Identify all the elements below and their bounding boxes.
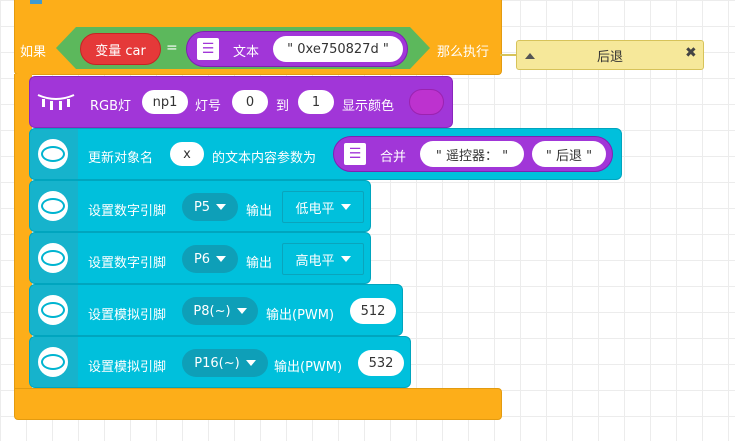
pin-dropdown[interactable]: P8(~): [182, 297, 258, 325]
chevron-down-icon: [340, 256, 351, 262]
join-block[interactable]: ☰ 合并 " 遥控器： " " 后退 ": [333, 136, 613, 172]
comment-connector: [500, 54, 517, 56]
pin-dropdown[interactable]: P6: [182, 245, 238, 273]
if-label: 如果: [20, 45, 47, 60]
text-value-input[interactable]: " 0xe750827d ": [273, 36, 403, 62]
pwm-output-label: 输出(PWM): [266, 308, 335, 323]
then-label: 那么执行: [437, 45, 490, 60]
comment-text: 后退: [597, 50, 624, 65]
pwm-value-input[interactable]: 532: [358, 350, 404, 376]
light-string-icon: [36, 91, 76, 113]
update-label: 更新对象名: [88, 151, 154, 166]
variable-car[interactable]: 变量 car: [80, 33, 161, 65]
join-part1-input[interactable]: " 遥控器： ": [420, 141, 524, 167]
pin-icon: [38, 191, 68, 221]
close-icon[interactable]: ✖: [685, 45, 697, 61]
update-object-block[interactable]: 更新对象名 x 的文本内容参数为 ☰ 合并 " 遥控器： " " 后退 ": [29, 128, 622, 180]
output-label: 输出: [246, 256, 273, 271]
rgb-label: RGB灯: [90, 99, 132, 114]
pwm-value-input[interactable]: 512: [350, 298, 396, 324]
pin-icon: [38, 295, 68, 325]
pwm-output-label: 输出(PWM): [274, 360, 343, 375]
strip-name-input[interactable]: np1: [142, 90, 188, 114]
analog-pin-label: 设置模拟引脚: [88, 308, 167, 323]
to-label: 到: [276, 99, 290, 114]
analog-pin-label: 设置模拟引脚: [88, 360, 167, 375]
join-part2-input[interactable]: " 后退 ": [532, 141, 606, 167]
level-dropdown[interactable]: 低电平: [282, 191, 364, 223]
comment-bubble[interactable]: 后退 ✖: [516, 40, 704, 70]
digital-pin-block[interactable]: 设置数字引脚 P5 输出 低电平: [29, 180, 371, 232]
pin-dropdown[interactable]: P16(~): [182, 349, 268, 377]
pin-icon: [38, 347, 68, 377]
lamp-from-input[interactable]: 0: [232, 90, 268, 114]
if-block-bottom[interactable]: [14, 388, 502, 420]
join-label: 合并: [380, 150, 407, 165]
analog-pin-block[interactable]: 设置模拟引脚 P8(~) 输出(PWM) 512: [29, 284, 403, 336]
text-block[interactable]: ☰ 文本 " 0xe750827d ": [186, 31, 408, 67]
lamp-to-input[interactable]: 1: [298, 90, 334, 114]
pin-icon: [38, 243, 68, 273]
if-block-arm: [14, 74, 32, 392]
level-dropdown[interactable]: 高电平: [282, 243, 364, 275]
chevron-down-icon: [216, 204, 227, 210]
digital-pin-block[interactable]: 设置数字引脚 P6 输出 高电平: [29, 232, 371, 284]
rgb-block[interactable]: RGB灯 np1 灯号 0 到 1 显示颜色: [29, 76, 453, 128]
chevron-down-icon: [236, 308, 247, 314]
output-label: 输出: [246, 204, 273, 219]
chevron-down-icon: [340, 204, 351, 210]
object-icon: [38, 139, 68, 169]
analog-pin-block[interactable]: 设置模拟引脚 P16(~) 输出(PWM) 532: [29, 336, 411, 388]
equals-operator: =: [166, 40, 178, 56]
collapse-arrow-icon[interactable]: [525, 53, 535, 59]
update-suffix-label: 的文本内容参数为: [212, 151, 317, 166]
digital-pin-label: 设置数字引脚: [88, 256, 167, 271]
join-block-icon: ☰: [344, 143, 366, 165]
color-label: 显示颜色: [342, 99, 395, 114]
chevron-down-icon: [216, 256, 227, 262]
pin-dropdown[interactable]: P5: [182, 193, 238, 221]
block-notch: [30, 0, 42, 4]
digital-pin-label: 设置数字引脚: [88, 204, 167, 219]
color-swatch[interactable]: [409, 89, 444, 115]
lamp-label: 灯号: [195, 99, 222, 114]
object-name-input[interactable]: x: [170, 142, 204, 166]
text-block-icon: ☰: [197, 38, 219, 60]
chevron-down-icon: [245, 360, 256, 366]
text-label: 文本: [233, 45, 260, 60]
